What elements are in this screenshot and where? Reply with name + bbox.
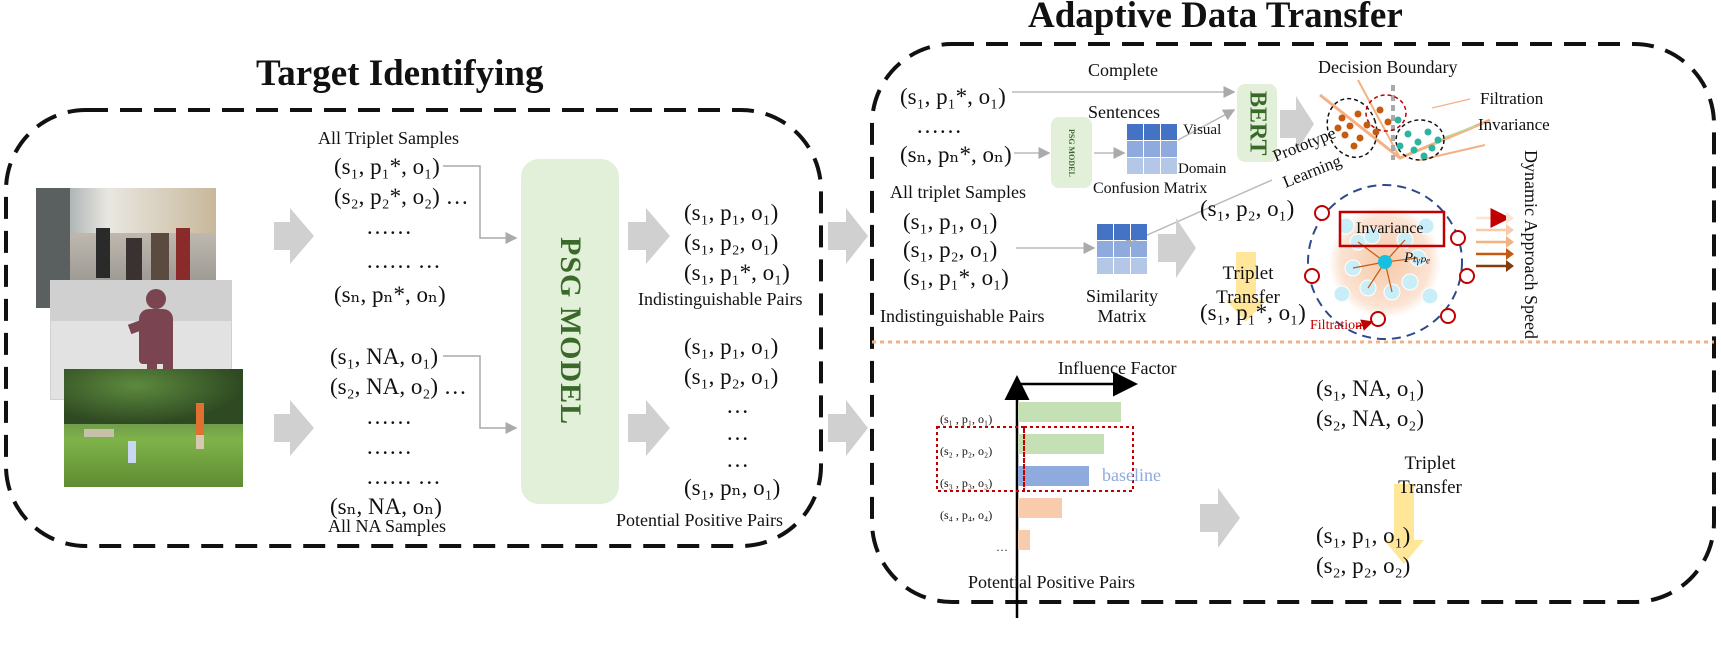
bar-label: … [996,540,1008,554]
similarity-matrix [1097,224,1147,274]
triplet-transfer-arrow-bottom [1384,484,1424,564]
psg-model-box [521,159,619,504]
pair-item: (s₁, p₁, o₁) [684,200,779,225]
na-item: …… [366,404,412,429]
prototype-diagram [1304,184,1475,340]
adaptive-transfer-title: Adaptive Data Transfer [1028,0,1403,36]
ptype-label: Pₜᵧₚₑ [1404,250,1431,266]
pair-item: (s₁, pₙ, o₁) [684,475,781,500]
indistinguishable-pairs-right-label: Indistinguishable Pairs [880,306,1045,326]
triplet-item: (s₁, p₂, o₁) [903,237,998,262]
triplet-item: (s₁, p₁*, o₁) [900,84,1006,109]
target-identifying-frame [4,108,823,548]
dynamic-approach-speed-label: Dynamic Approach Speed [1521,150,1541,339]
triplet-item: …… [916,113,962,138]
domain-label: Domain [1178,161,1227,177]
pair-item: (s₁, p₂, o₁) [684,364,779,389]
mid-triplets: (s₁, p₁, o₁) (s₁, p₂, o₁) (s₁, p₁*, o₁) [903,208,1009,292]
influence-bar [1018,402,1121,422]
potential-positive-pairs-right-label: Potential Positive Pairs [968,572,1136,592]
similarity-matrix-label: Similarity Matrix [1086,286,1158,326]
psg-model-label-wrap: PSG MODEL [521,159,619,504]
adaptive-transfer-frame [870,42,1716,604]
triplet-list: (s₁, p₁*, o₁) (s₂, p₂*, o₂) … …… …… … (s… [334,152,469,310]
filtration-label: Filtration [1480,89,1544,108]
triplet-transfer-bottom-label: Triplet Transfer [1398,453,1462,498]
positive-output: (s₁, p₁, o₁) (s₂, p₂, o₂) [1316,521,1410,581]
na-item: (sₙ, NA, oₙ) [330,494,442,519]
all-triplet-samples-label: All Triplet Samples [318,128,460,148]
influence-bar [1018,466,1089,486]
transfer-bottom-triplet: (s₁, p₁*, o₁) [1200,300,1306,325]
photo-people-ice [36,188,216,308]
potential-pairs-label: Potential Positive Pairs [616,510,784,530]
bar-label: (s₃ , p₃, o₃) [940,476,993,490]
prototype-filtration-label: Filtration [1310,318,1363,333]
na-list: (s₁, NA, o₁) (s₂, NA, o₂) … …… …… …… … (… [330,342,467,522]
na-item: …… … [366,464,441,489]
na-item: (s₂, NA, o₂) [1316,406,1425,431]
pair-item: (s₁, p₁, o₁) [684,334,779,359]
psg-model-small-label: PSG MODEL [1067,128,1076,177]
prototype-invariance-label: Invariance [1356,220,1424,237]
na-item: (s₁, NA, o₁) [1316,376,1425,401]
top-pairs-highlight [1023,426,1134,492]
psg-model-label: PSG MODEL [554,237,587,426]
influence-bar [1018,434,1104,454]
visual-label: Visual [1183,122,1222,138]
pair-item: … [726,447,749,472]
confusion-matrix [1127,124,1177,174]
pair-item: (s₁, p₁*, o₁) [684,260,790,285]
triplet-item: (s₂, p₂*, o₂) … [334,184,469,209]
decision-boundary-label: Decision Boundary [1318,57,1458,77]
bert-box [1237,84,1277,162]
na-item: (s₁, NA, o₁) [330,344,439,369]
triplet-item: (s₁, p₁*, o₁) [903,265,1009,290]
pos-item: (s₂, p₂, o₂) [1316,553,1411,578]
bar-label: (s₂ , p₂, o₂) [940,444,993,458]
indistinguishable-list: (s₁, p₁, o₁) (s₁, p₂, o₁) (s₁, p₁*, o₁) [684,198,790,288]
na-output: (s₁, NA, o₁) (s₂, NA, o₂) [1316,374,1424,434]
block-arrows [274,208,868,456]
baseline-label: baseline [1102,465,1161,485]
triplet-item: …… [366,214,412,239]
influence-bar [1018,498,1062,518]
target-identifying-title: Target Identifying [256,53,544,94]
na-item: (s₂, NA, o₂) … [330,374,467,399]
na-item: …… [366,434,412,459]
triplet-item: (s₁, p₁, o₁) [903,209,998,234]
decision-boundary-illustration [1319,79,1491,161]
bar-label-list: (s₁ , p₁, o₁) (s₂ , p₂, o₂) (s₃ , p₃, o₃… [940,403,1008,563]
speed-arrows [1476,208,1514,272]
pair-item: … [726,420,749,445]
influence-factor-label: Influence Factor [1058,358,1177,378]
all-na-samples-label: All NA Samples [328,516,447,536]
indistinguishable-pairs-label: Indistinguishable Pairs [638,289,803,309]
sentences-label: Sentences [1088,102,1160,122]
pair-item: (s₁, p₂, o₁) [684,230,779,255]
photo-park-frisbee [64,369,243,487]
pos-item: (s₁, p₁, o₁) [1316,523,1411,548]
complete-label: Complete [1088,60,1158,80]
potential-list: (s₁, p₁, o₁) (s₁, p₂, o₁) … … … (s₁, pₙ,… [684,332,780,503]
triplet-item: …… … [366,248,441,273]
invariance-label: Invariance [1478,115,1550,134]
triplet-transfer-arrow [1226,252,1266,322]
psg-model-small-box [1051,117,1092,188]
influence-bar [1018,530,1030,550]
bar-label: (s₁ , p₁, o₁) [940,412,993,426]
top-triplets: (s₁, p₁*, o₁) …… (sₙ, pₙ*, oₙ) [900,82,1012,170]
bert-label: BERT [1244,90,1271,156]
bar-label: (s₄ , p₄, o₄) [940,508,993,522]
transfer-top-triplet: (s₁, p₂, o₁) [1200,196,1295,221]
triplet-transfer-label: Triplet Transfer [1216,263,1280,308]
confusion-matrix-label: Confusion Matrix [1093,180,1208,197]
triplet-item: (s₁, p₁*, o₁) [334,154,440,179]
influence-bars [1018,402,1121,550]
triplet-item: (sₙ, pₙ*, oₙ) [900,142,1012,167]
triplet-item: (sₙ, pₙ*, oₙ) [334,282,446,307]
pair-item: … [726,393,749,418]
all-triplet-samples-right-label: All triplet Samples [890,182,1026,202]
